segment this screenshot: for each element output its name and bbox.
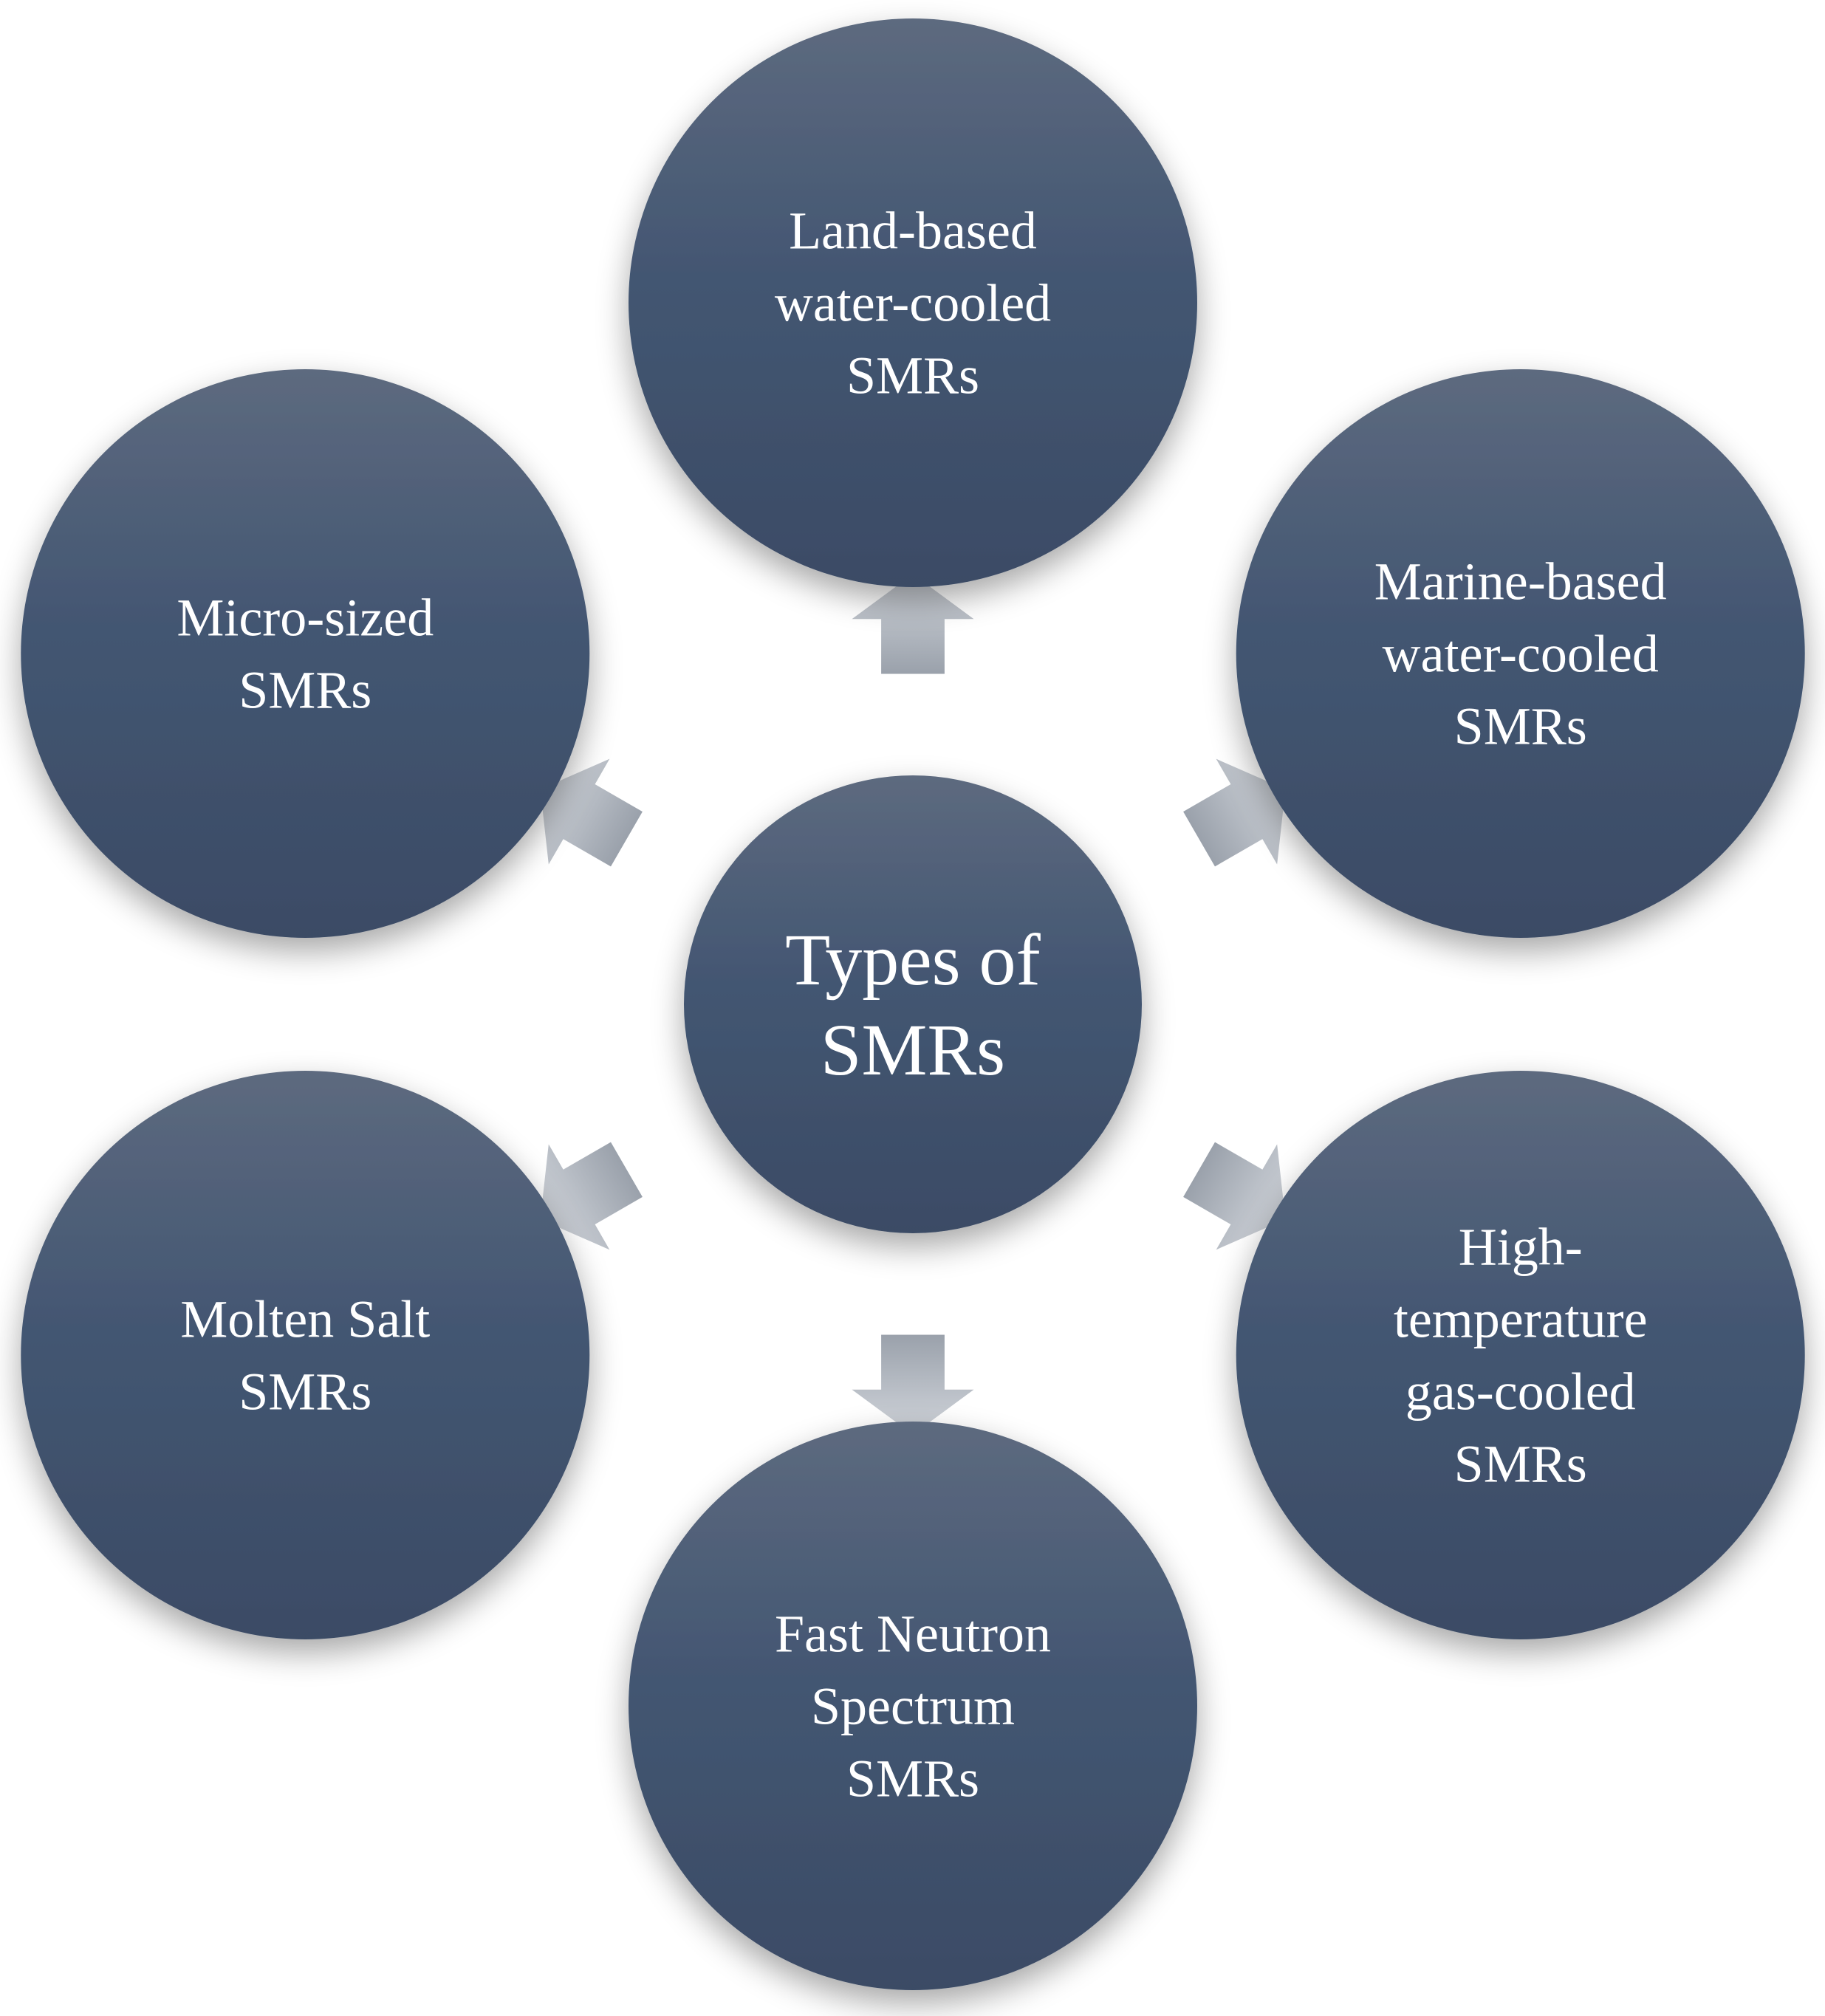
arrow-to-land-based <box>852 574 974 674</box>
arrows-layer <box>540 574 1286 1435</box>
type-circle-land-based-label-line: SMRs <box>846 346 979 405</box>
type-circle-fast-neutron-label-line: Fast Neutron <box>775 1604 1051 1663</box>
type-circle-molten-salt-label-line: Molten Salt <box>180 1289 430 1348</box>
type-circle-high-temperature-shape <box>1236 1071 1805 1639</box>
arrow-to-marine-based <box>1183 758 1286 867</box>
type-circle-marine-based-label-line: water-cooled <box>1383 624 1659 683</box>
arrow-to-fast-neutron <box>852 1334 974 1435</box>
type-circle-fast-neutron-shape <box>629 1422 1197 1990</box>
arrow-to-high-temperature <box>1183 1142 1286 1250</box>
center-circle-label-line: SMRs <box>821 1009 1005 1091</box>
type-circle-molten-salt-label-line: SMRs <box>239 1362 371 1421</box>
type-circle-micro-sized-label-line: SMRs <box>239 660 371 719</box>
type-circle-land-based-label-line: Land-based <box>789 201 1037 260</box>
type-circle-land-based-shape <box>629 18 1197 587</box>
type-circle-high-temperature-label-line: SMRs <box>1454 1434 1587 1493</box>
arrow-to-molten-salt <box>540 1142 643 1250</box>
center-circle-shape <box>684 775 1142 1233</box>
type-circle-fast-neutron-label-line: Spectrum <box>811 1676 1015 1735</box>
type-circle-marine-based-label-line: SMRs <box>1454 696 1587 755</box>
type-circle-molten-salt-shape <box>21 1071 590 1639</box>
type-circle-high-temperature-label-line: High- <box>1459 1217 1583 1276</box>
type-circle-marine-based-shape <box>1236 369 1805 938</box>
type-circle-micro-sized-shape <box>21 369 590 938</box>
type-circle-high-temperature-label-line: gas-cooled <box>1405 1362 1636 1421</box>
type-circle-fast-neutron-label-line: SMRs <box>846 1749 979 1808</box>
type-circle-high-temperature-label-line: temperature <box>1394 1289 1648 1348</box>
center-circle-label-line: Types of <box>785 919 1041 1001</box>
arrow-to-micro-sized <box>540 758 643 867</box>
type-circle-marine-based-label-line: Marine-based <box>1374 552 1667 611</box>
type-circle-micro-sized-label-line: Micro-sized <box>177 588 434 647</box>
type-circle-land-based-label-line: water-cooled <box>775 273 1051 332</box>
